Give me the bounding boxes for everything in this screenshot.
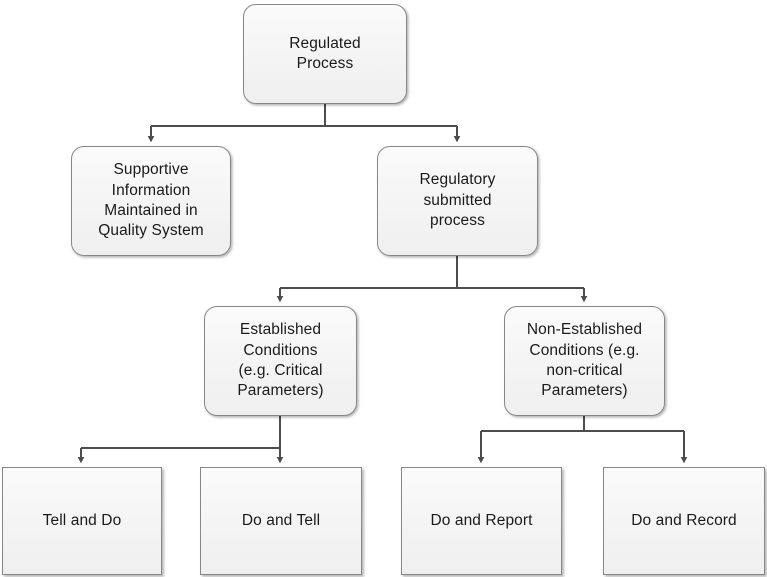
node-label: Non-Established Conditions (e.g. non-cri…	[526, 321, 643, 400]
node-regulated-process[interactable]: Regulated Process	[243, 4, 407, 104]
node-label: Tell and Do	[42, 511, 122, 529]
node-label: Supportive Information Maintained in Qua…	[98, 161, 204, 240]
node-label: Do and Record	[631, 511, 737, 529]
node-do-and-tell[interactable]: Do and Tell	[200, 467, 362, 575]
node-regulatory-submitted-process[interactable]: Regulatory submitted process	[377, 146, 538, 256]
node-label: Established Conditions (e.g. Critical Pa…	[237, 321, 324, 400]
node-supportive-information[interactable]: Supportive Information Maintained in Qua…	[71, 146, 231, 256]
node-label: Regulatory submitted process	[419, 171, 496, 230]
node-tell-and-do[interactable]: Tell and Do	[2, 467, 162, 575]
node-label: Do and Tell	[241, 511, 321, 529]
node-label: Do and Report	[430, 511, 533, 529]
node-do-and-record[interactable]: Do and Record	[603, 467, 765, 575]
node-established-conditions[interactable]: Established Conditions (e.g. Critical Pa…	[204, 306, 357, 416]
node-do-and-report[interactable]: Do and Report	[401, 467, 562, 575]
node-non-established-conditions[interactable]: Non-Established Conditions (e.g. non-cri…	[504, 306, 665, 416]
node-label: Regulated Process	[289, 34, 361, 72]
